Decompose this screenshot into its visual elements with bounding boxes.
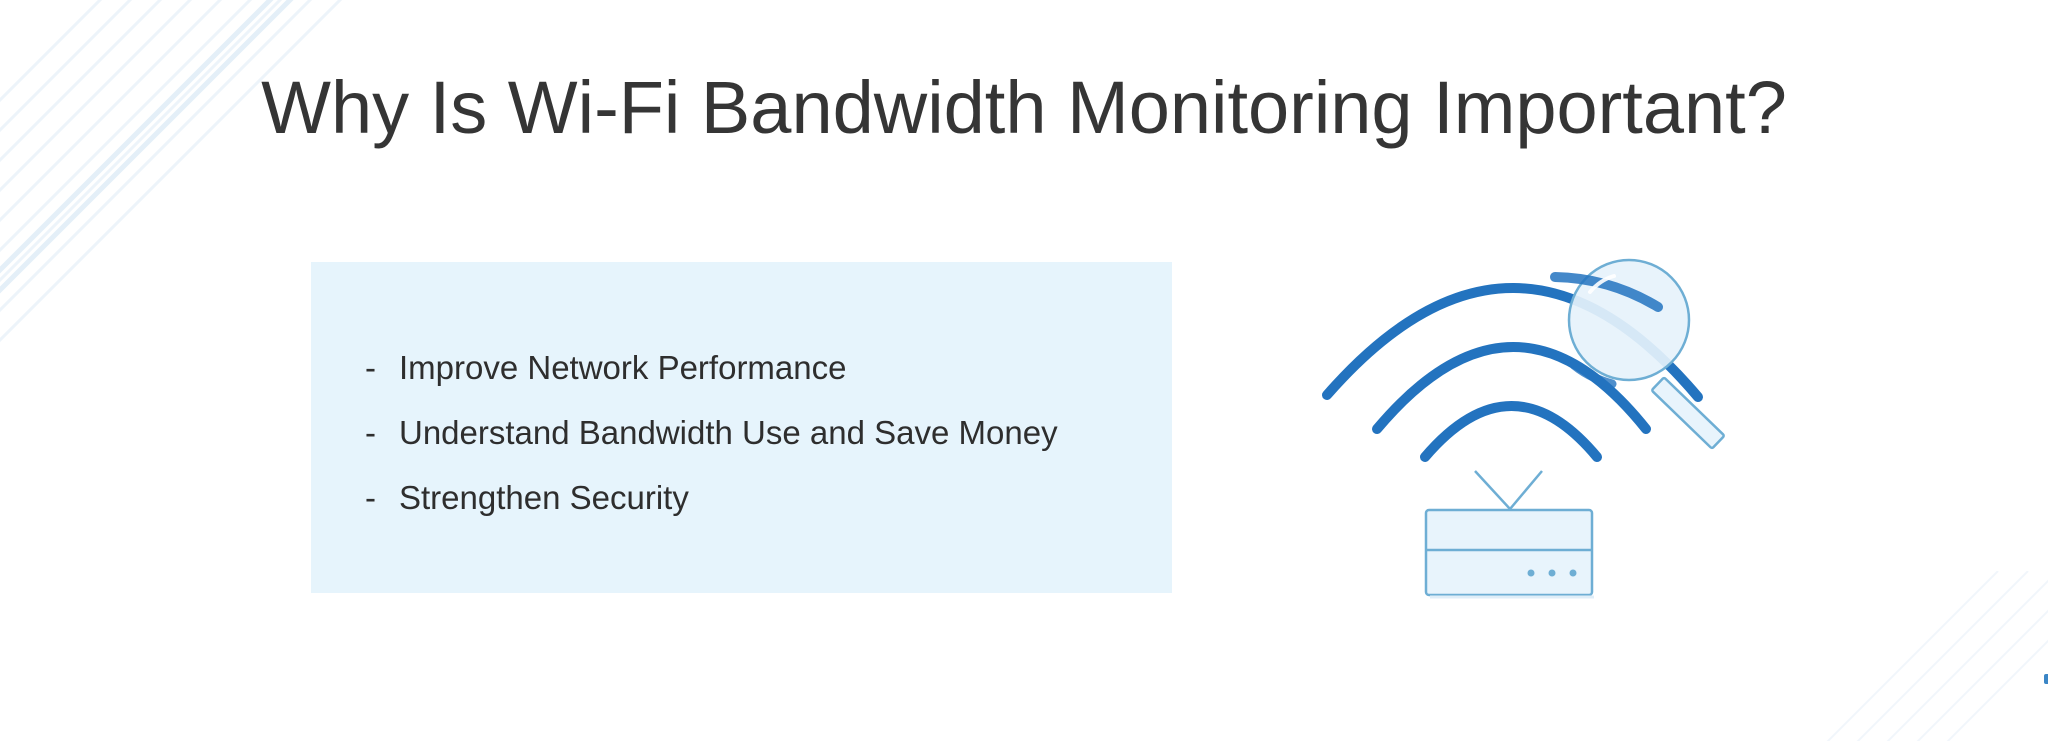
benefits-card: - Improve Network Performance - Understa… bbox=[311, 262, 1172, 593]
antenna-icon bbox=[1474, 470, 1543, 510]
page-title: Why Is Wi-Fi Bandwidth Monitoring Import… bbox=[261, 66, 1787, 149]
bullet-marker: - bbox=[365, 478, 376, 516]
decorative-stripes-bottom-right bbox=[1826, 571, 2048, 741]
bullet-text: Understand Bandwidth Use and Save Money bbox=[399, 413, 1058, 451]
router-icon bbox=[1424, 508, 1594, 599]
magnifier-icon bbox=[1550, 258, 1725, 450]
list-item: - Understand Bandwidth Use and Save Mone… bbox=[365, 400, 1058, 465]
corner-accent bbox=[2044, 674, 2048, 684]
list-item: - Strengthen Security bbox=[365, 465, 1058, 530]
bullet-marker: - bbox=[365, 413, 376, 451]
bullet-text: Strengthen Security bbox=[399, 478, 689, 516]
list-item: - Improve Network Performance bbox=[365, 335, 1058, 400]
benefits-list: - Improve Network Performance - Understa… bbox=[365, 335, 1058, 530]
bullet-text: Improve Network Performance bbox=[399, 348, 847, 386]
wifi-router-magnifier-icon bbox=[1322, 258, 1725, 599]
bullet-marker: - bbox=[365, 348, 376, 386]
